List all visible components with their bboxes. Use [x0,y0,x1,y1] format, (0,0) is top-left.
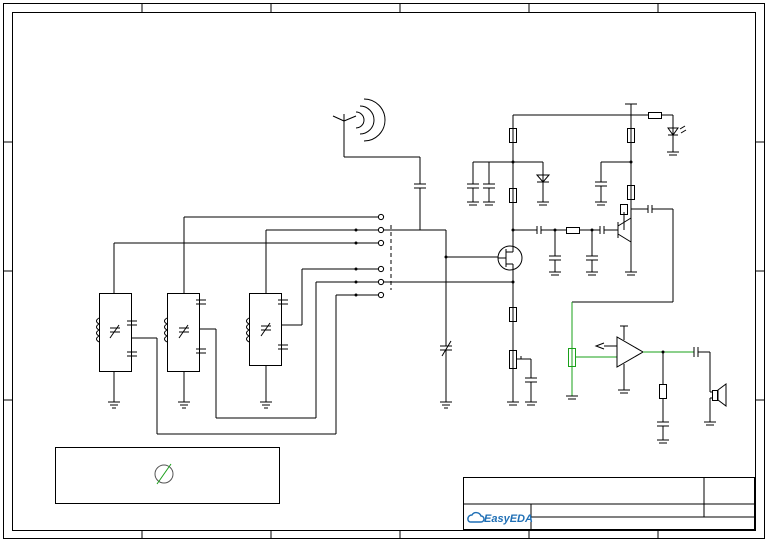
band-switch [114,213,446,299]
antenna-icon [332,98,426,230]
easyeda-cloud-logo-icon [467,511,485,523]
sheet-frame [3,3,765,539]
tank-circuit-3 [246,230,303,409]
audio-amplifier [566,302,716,444]
diameter-icon [154,463,174,485]
note-box [55,447,280,504]
tank-circuit-1 [96,243,337,435]
speaker-icon [710,383,727,407]
bjt-stage [572,103,687,303]
tuning-capacitor [420,229,498,409]
logo-text: EasyEDA [484,513,533,525]
title-block [463,477,755,530]
jfet-stage [446,114,631,406]
tank-circuit-2 [164,217,317,419]
